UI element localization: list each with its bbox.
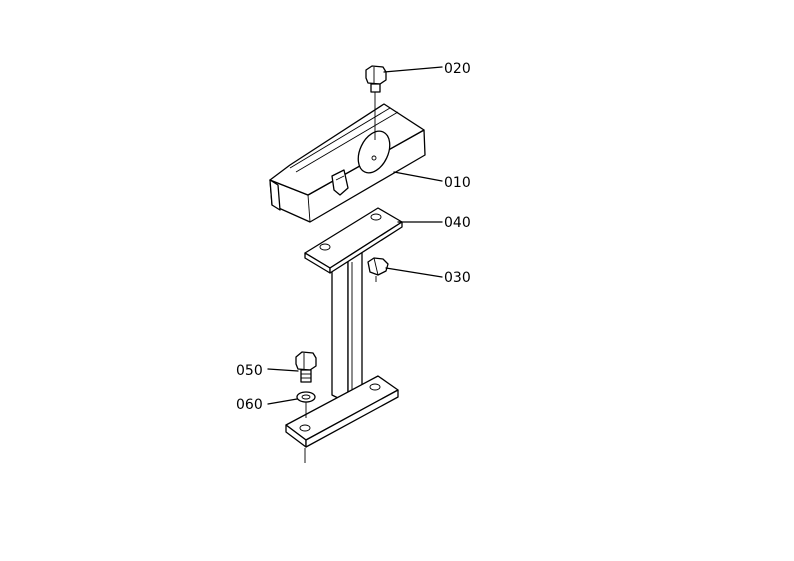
label-050: 050	[236, 363, 263, 379]
leader-lines	[267, 66, 443, 405]
bolt-top	[365, 65, 387, 140]
label-020: 020	[444, 61, 471, 77]
label-010: 010	[444, 175, 471, 191]
label-060: 060	[236, 397, 263, 413]
bolt-bottom	[295, 351, 317, 383]
tool-box	[269, 103, 426, 223]
label-030: 030	[444, 270, 471, 286]
nut	[367, 257, 389, 282]
label-040: 040	[444, 215, 471, 231]
washer	[296, 391, 316, 418]
